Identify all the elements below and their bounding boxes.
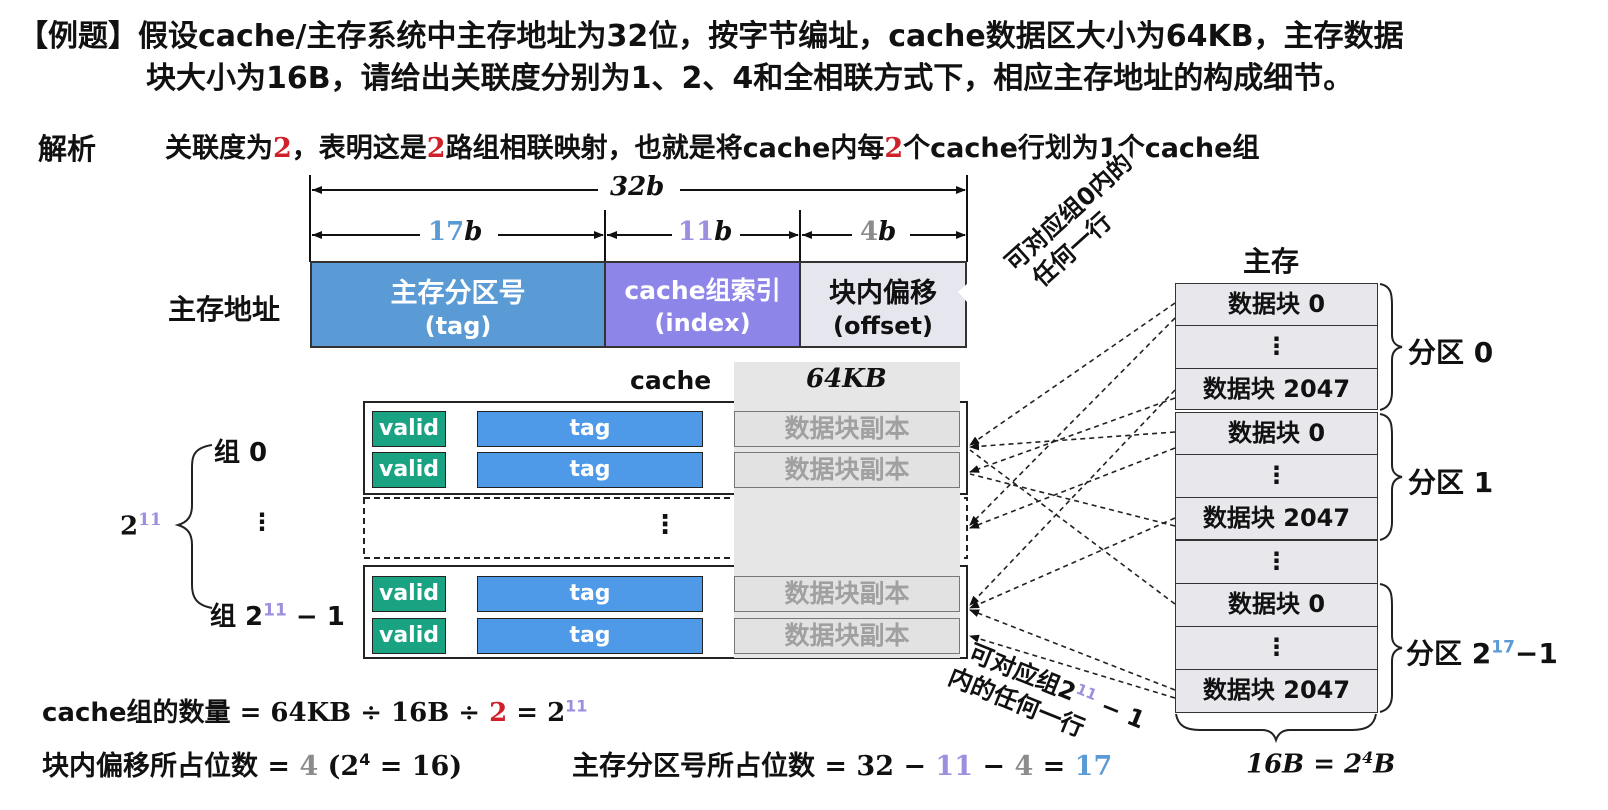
valid-bit: valid — [372, 411, 446, 447]
cache-size-label: 64KB — [806, 364, 887, 394]
memory-block: 数据块 0 — [1175, 583, 1378, 627]
address-label: 主存地址 — [168, 293, 281, 326]
analysis-label: 解析 — [38, 132, 97, 166]
block-copy: 数据块副本 — [734, 618, 960, 654]
block-copy: 数据块副本 — [734, 452, 960, 488]
problem-line-2: 块大小为16B，请给出关联度分别为1、2、4和全相联方式下，相应主存地址的构成细… — [146, 61, 1354, 96]
problem-statement: 【例题】假设cache/主存系统中主存地址为32位，按字节编址，cache数据区… — [18, 16, 1598, 100]
valid-bit: valid — [372, 452, 446, 488]
partition-1-label: 分区 1 — [1408, 466, 1494, 499]
memory-block: 数据块 2047 — [1175, 368, 1378, 410]
problem-line-1: 【例题】假设cache/主存系统中主存地址为32位，按字节编址，cache数据区… — [18, 19, 1404, 54]
offset-bits-label: 4b — [860, 217, 897, 247]
tag-cell: tag — [477, 618, 703, 654]
index-field: cache组索引 (index) — [604, 261, 801, 348]
formula-group-count: cache组的数量 = 64KB ÷ 16B ÷ 2 = 211 — [42, 696, 588, 728]
block-copy: 数据块副本 — [734, 411, 960, 447]
group-0-label: 组 0 — [214, 438, 268, 468]
offset-field: 块内偏移 (offset) — [799, 261, 967, 348]
group-ellipsis: ⋮ — [250, 508, 274, 536]
partition-last-label: 分区 217−1 — [1406, 637, 1558, 670]
valid-bit: valid — [372, 618, 446, 654]
memory-block: 数据块 0 — [1175, 412, 1378, 455]
formula-tag-bits: 主存分区号所占位数 = 32 − 11 − 4 = 17 — [572, 751, 1113, 782]
memory-ellipsis: ⋮ — [1175, 454, 1378, 498]
memory-block: 数据块 0 — [1175, 283, 1378, 326]
group-last-label: 组 211 − 1 — [210, 600, 345, 632]
total-bits-label: 32b — [604, 172, 671, 202]
memory-block: 数据块 2047 — [1175, 669, 1378, 713]
memory-block: 数据块 2047 — [1175, 497, 1378, 540]
tag-field: 主存分区号 (tag) — [310, 261, 606, 348]
cache-data-region — [734, 362, 960, 658]
cache-ellipsis: ⋮ — [652, 510, 678, 540]
block-copy: 数据块副本 — [734, 576, 960, 612]
memory-ellipsis: ⋮ — [1175, 626, 1378, 670]
memory-title: 主存 — [1243, 245, 1300, 278]
group-count-label: 211 — [120, 510, 162, 542]
block-size-label: 16B = 24B — [1246, 748, 1396, 780]
tag-cell: tag — [477, 576, 703, 612]
cache-label: cache — [630, 366, 712, 395]
memory-ellipsis: ⋮ — [1175, 325, 1378, 369]
tag-cell: tag — [477, 411, 703, 447]
analysis-text: 关联度为2，表明这是2路组相联映射，也就是将cache内每2个cache行划为1… — [165, 133, 1260, 164]
memory-ellipsis: ⋮ — [1175, 540, 1378, 584]
partition-0-label: 分区 0 — [1408, 336, 1494, 369]
valid-bit: valid — [372, 576, 446, 612]
formula-offset-bits: 块内偏移所占位数 = 4 (24 = 16) — [42, 750, 463, 782]
tag-cell: tag — [477, 452, 703, 488]
index-bits-label: 11b — [678, 217, 733, 247]
tag-bits-label: 17b — [428, 217, 483, 247]
